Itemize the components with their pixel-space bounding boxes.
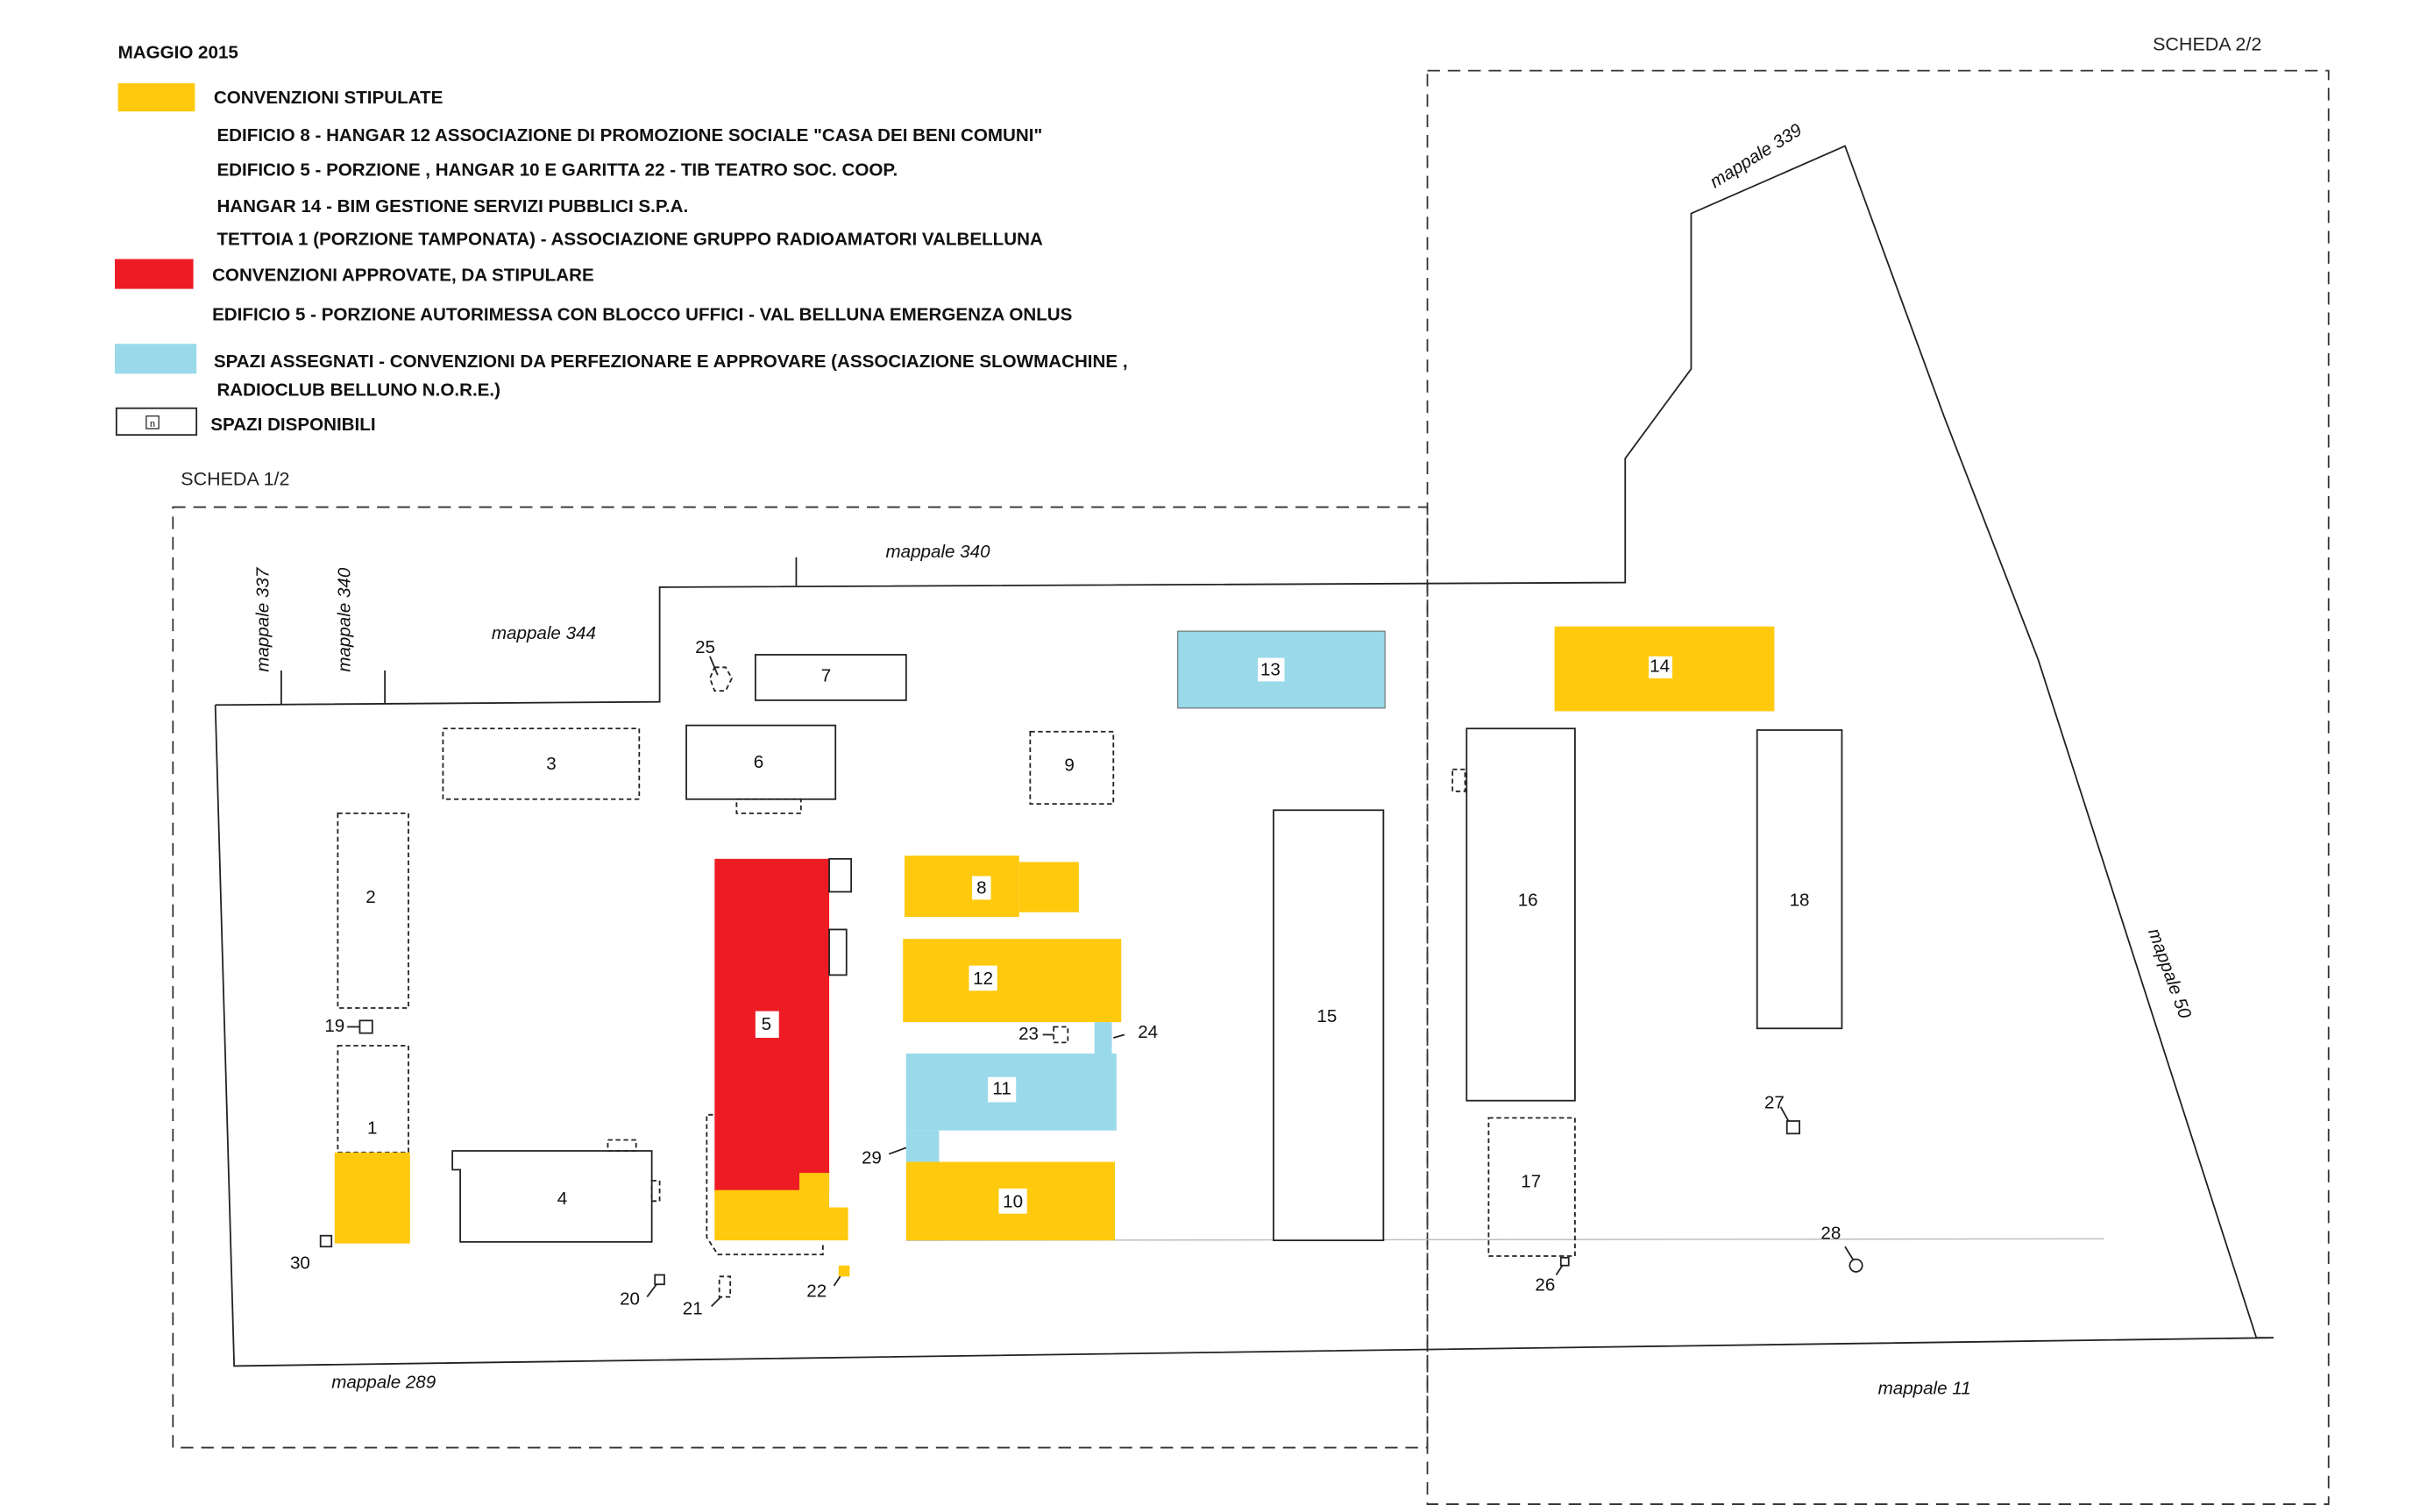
parcel-label: mappale 339 bbox=[1707, 119, 1806, 192]
building-19[interactable]: 19 bbox=[324, 1016, 373, 1036]
property-boundary bbox=[214, 145, 2274, 1367]
svg-text:16: 16 bbox=[1518, 891, 1538, 911]
svg-text:23: 23 bbox=[1018, 1024, 1039, 1044]
legend-title-disponibili: SPAZI DISPONIBILI bbox=[210, 415, 375, 435]
legend: CONVENZIONI STIPULATE EDIFICIO 8 - HANGA… bbox=[115, 82, 1128, 437]
building-8[interactable]: 8 bbox=[905, 855, 1079, 918]
legend-symbol: n bbox=[150, 419, 155, 429]
building-18[interactable]: 18 bbox=[1756, 729, 1843, 1030]
building-15[interactable]: 15 bbox=[1273, 809, 1385, 1242]
parcel-label: mappale 337 bbox=[253, 566, 273, 672]
building-4[interactable]: 4 bbox=[451, 1139, 661, 1243]
legend-item: EDIFICIO 5 - PORZIONE , HANGAR 10 E GARI… bbox=[216, 160, 898, 181]
building-20[interactable]: 20 bbox=[620, 1274, 665, 1310]
sheet-1-label: SCHEDA 1/2 bbox=[181, 469, 289, 490]
parcel-label: mappale 289 bbox=[331, 1372, 436, 1392]
svg-text:8: 8 bbox=[976, 877, 986, 898]
legend-swatch-stipulate bbox=[117, 82, 195, 112]
svg-text:25: 25 bbox=[695, 637, 715, 657]
building-28[interactable]: 28 bbox=[1820, 1223, 1863, 1273]
legend-swatch-disponibili bbox=[115, 407, 198, 437]
building-12[interactable]: 12 bbox=[903, 939, 1122, 1023]
svg-text:6: 6 bbox=[754, 752, 763, 772]
building-10[interactable]: 10 bbox=[905, 1161, 1116, 1241]
parcel-label: mappale 344 bbox=[492, 623, 596, 643]
legend-swatch-approvate bbox=[115, 259, 194, 289]
svg-text:11: 11 bbox=[992, 1079, 1011, 1099]
svg-text:5: 5 bbox=[762, 1014, 771, 1034]
building-22[interactable]: 22 bbox=[806, 1265, 850, 1302]
legend-title-assegnati: SPAZI ASSEGNATI - CONVENZIONI DA PERFEZI… bbox=[214, 351, 1128, 372]
sheet-2-label: SCHEDA 2/2 bbox=[2153, 33, 2261, 54]
building-16[interactable]: 16 bbox=[1451, 728, 1576, 1102]
building-2[interactable]: 2 bbox=[337, 812, 409, 1009]
building-21[interactable]: 21 bbox=[683, 1275, 732, 1318]
building-6[interactable]: 6 bbox=[685, 724, 837, 814]
svg-text:14: 14 bbox=[1650, 657, 1670, 677]
building-23[interactable]: 23 bbox=[1018, 1024, 1069, 1044]
building-24[interactable]: 24 bbox=[1094, 1022, 1158, 1055]
legend-item: EDIFICIO 5 - PORZIONE AUTORIMESSA CON BL… bbox=[212, 304, 1072, 324]
svg-text:24: 24 bbox=[1138, 1022, 1158, 1042]
sheet-2-frame bbox=[1426, 69, 2330, 1505]
svg-text:22: 22 bbox=[806, 1281, 827, 1302]
svg-text:9: 9 bbox=[1064, 756, 1074, 776]
building-27[interactable]: 27 bbox=[1764, 1093, 1800, 1135]
building-11[interactable]: 11 bbox=[905, 1053, 1117, 1131]
parcel-label: mappale 50 bbox=[2144, 926, 2196, 1021]
svg-text:27: 27 bbox=[1764, 1093, 1785, 1113]
svg-text:7: 7 bbox=[821, 665, 831, 685]
legend-item: TETTOIA 1 (PORZIONE TAMPONATA) - ASSOCIA… bbox=[216, 229, 1043, 249]
svg-text:30: 30 bbox=[290, 1253, 310, 1273]
svg-text:15: 15 bbox=[1316, 1006, 1337, 1026]
building-30[interactable]: 30 bbox=[290, 1234, 333, 1274]
svg-text:4: 4 bbox=[557, 1189, 567, 1209]
sheet-1-frame bbox=[172, 506, 1429, 1449]
parcel-label: mappale 340 bbox=[886, 542, 991, 562]
svg-text:17: 17 bbox=[1521, 1171, 1541, 1191]
svg-text:12: 12 bbox=[973, 969, 993, 989]
building-1[interactable]: 1 bbox=[334, 1045, 410, 1244]
svg-text:2: 2 bbox=[365, 887, 375, 907]
svg-text:26: 26 bbox=[1535, 1274, 1555, 1295]
building-29[interactable]: 29 bbox=[862, 1130, 940, 1168]
building-17[interactable]: 17 bbox=[1487, 1117, 1576, 1257]
building-5[interactable]: 5 bbox=[706, 857, 853, 1256]
svg-text:28: 28 bbox=[1820, 1223, 1841, 1243]
legend-title-stipulate: CONVENZIONI STIPULATE bbox=[214, 88, 443, 108]
legend-swatch-assegnati bbox=[115, 344, 197, 374]
legend-title-approvate: CONVENZIONI APPROVATE, DA STIPULARE bbox=[212, 266, 594, 286]
building-14[interactable]: 14 bbox=[1554, 626, 1775, 712]
building-7[interactable]: 7 bbox=[754, 654, 907, 701]
building-3[interactable]: 3 bbox=[442, 728, 641, 800]
svg-text:29: 29 bbox=[862, 1147, 882, 1168]
date-label: MAGGIO 2015 bbox=[118, 42, 238, 62]
svg-text:1: 1 bbox=[367, 1118, 377, 1138]
svg-text:18: 18 bbox=[1790, 891, 1810, 911]
legend-item: HANGAR 14 - BIM GESTIONE SERVIZI PUBBLIC… bbox=[216, 196, 688, 217]
legend-item: EDIFICIO 8 - HANGAR 12 ASSOCIAZIONE DI P… bbox=[216, 125, 1042, 146]
building-13[interactable]: 13 bbox=[1177, 630, 1386, 709]
building-9[interactable]: 9 bbox=[1029, 730, 1115, 806]
legend-title-assegnati-2: RADIOCLUB BELLUNO N.O.R.E.) bbox=[216, 380, 500, 400]
building-25[interactable]: 25 bbox=[695, 637, 734, 692]
svg-text:20: 20 bbox=[620, 1289, 640, 1310]
svg-text:10: 10 bbox=[1003, 1192, 1023, 1212]
parcel-label: mappale 340 bbox=[335, 567, 355, 672]
svg-text:21: 21 bbox=[683, 1298, 703, 1318]
building-26[interactable]: 26 bbox=[1535, 1256, 1570, 1295]
svg-text:3: 3 bbox=[546, 754, 556, 774]
svg-text:13: 13 bbox=[1260, 659, 1281, 679]
parcel-label: mappale 11 bbox=[1878, 1379, 1971, 1399]
svg-text:19: 19 bbox=[324, 1016, 344, 1036]
